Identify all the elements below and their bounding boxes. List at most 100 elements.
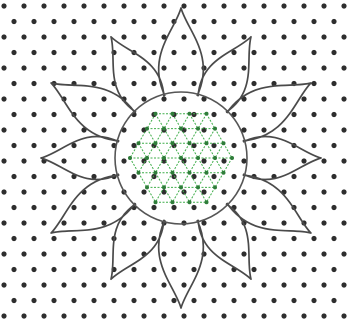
lattice-dot — [137, 171, 141, 175]
grid-dot — [221, 96, 226, 101]
grid-dot — [281, 34, 286, 39]
grid-dot — [51, 174, 56, 179]
grid-dot — [31, 298, 36, 303]
grid-dot — [21, 158, 26, 163]
grid-dot — [61, 34, 66, 39]
grid-dot — [221, 220, 226, 225]
grid-dot — [41, 3, 46, 8]
lattice-dot — [213, 127, 217, 131]
grid-dot — [301, 96, 306, 101]
grid-dot — [101, 3, 106, 8]
lattice-dot — [213, 185, 217, 189]
grid-dot — [221, 313, 226, 318]
lattice-dot — [222, 141, 226, 145]
grid-dot — [321, 251, 326, 256]
lattice-dot — [171, 141, 175, 145]
grid-dot — [281, 251, 286, 256]
grid-dot — [301, 65, 306, 70]
grid-dot — [31, 112, 36, 117]
grid-dot — [141, 96, 146, 101]
lattice-dot — [196, 185, 200, 189]
grid-dot — [221, 65, 226, 70]
grid-dot — [21, 34, 26, 39]
grid-dot — [291, 112, 296, 117]
grid-dot — [101, 158, 106, 163]
grid-dot — [11, 205, 16, 210]
grid-dot — [61, 251, 66, 256]
lattice-dot — [213, 156, 217, 160]
grid-dot — [91, 236, 96, 241]
grid-dot — [51, 19, 56, 24]
grid-dot — [311, 112, 316, 117]
grid-dot — [341, 220, 346, 225]
grid-dot — [271, 236, 276, 241]
grid-dot — [81, 220, 86, 225]
grid-dot — [291, 298, 296, 303]
grid-dot — [131, 81, 136, 86]
grid-dot — [181, 3, 186, 8]
grid-dot — [101, 34, 106, 39]
lattice-dot — [154, 141, 158, 145]
grid-dot — [211, 19, 216, 24]
lattice-dot — [171, 112, 175, 116]
grid-dot — [61, 3, 66, 8]
grid-dot — [161, 251, 166, 256]
grid-dot — [141, 65, 146, 70]
grid-dot — [231, 174, 236, 179]
grid-dot — [81, 158, 86, 163]
grid-dot — [311, 205, 316, 210]
grid-dot — [341, 313, 346, 318]
grid-dot — [41, 96, 46, 101]
grid-dot — [241, 189, 246, 194]
grid-dot — [311, 19, 316, 24]
grid-dot — [161, 3, 166, 8]
grid-dot — [121, 158, 126, 163]
grid-dot — [31, 205, 36, 210]
grid-dot — [211, 174, 216, 179]
grid-dot — [1, 34, 6, 39]
grid-dot — [251, 205, 256, 210]
grid-dot — [221, 158, 226, 163]
grid-dot — [341, 251, 346, 256]
grid-dot — [271, 205, 276, 210]
lattice-dot — [154, 112, 158, 116]
grid-dot — [341, 282, 346, 287]
grid-dot — [171, 267, 176, 272]
grid-dot — [211, 205, 216, 210]
grid-dot — [191, 205, 196, 210]
grid-dot — [331, 143, 336, 148]
grid-dot — [121, 313, 126, 318]
grid-dot — [241, 251, 246, 256]
grid-dot — [321, 189, 326, 194]
grid-dot — [181, 96, 186, 101]
grid-dot — [21, 189, 26, 194]
grid-dot — [151, 174, 156, 179]
grid-dot — [151, 236, 156, 241]
grid-dot — [61, 189, 66, 194]
grid-dot — [1, 251, 6, 256]
grid-dot — [21, 65, 26, 70]
grid-dot — [291, 267, 296, 272]
lattice-dot — [171, 171, 175, 175]
grid-dot — [11, 143, 16, 148]
grid-dot — [61, 65, 66, 70]
grid-dot — [1, 127, 6, 132]
grid-dot — [341, 158, 346, 163]
grid-dot — [321, 34, 326, 39]
grid-dot — [281, 158, 286, 163]
grid-dot — [41, 127, 46, 132]
grid-dot — [151, 19, 156, 24]
grid-dot — [151, 205, 156, 210]
grid-dot — [261, 34, 266, 39]
grid-dot — [251, 143, 256, 148]
grid-dot — [161, 282, 166, 287]
grid-dot — [311, 50, 316, 55]
grid-dot — [101, 127, 106, 132]
grid-dot — [71, 298, 76, 303]
grid-dot — [201, 34, 206, 39]
grid-dot — [71, 19, 76, 24]
lattice-dot — [154, 200, 158, 204]
grid-dot — [81, 313, 86, 318]
grid-dot — [271, 143, 276, 148]
